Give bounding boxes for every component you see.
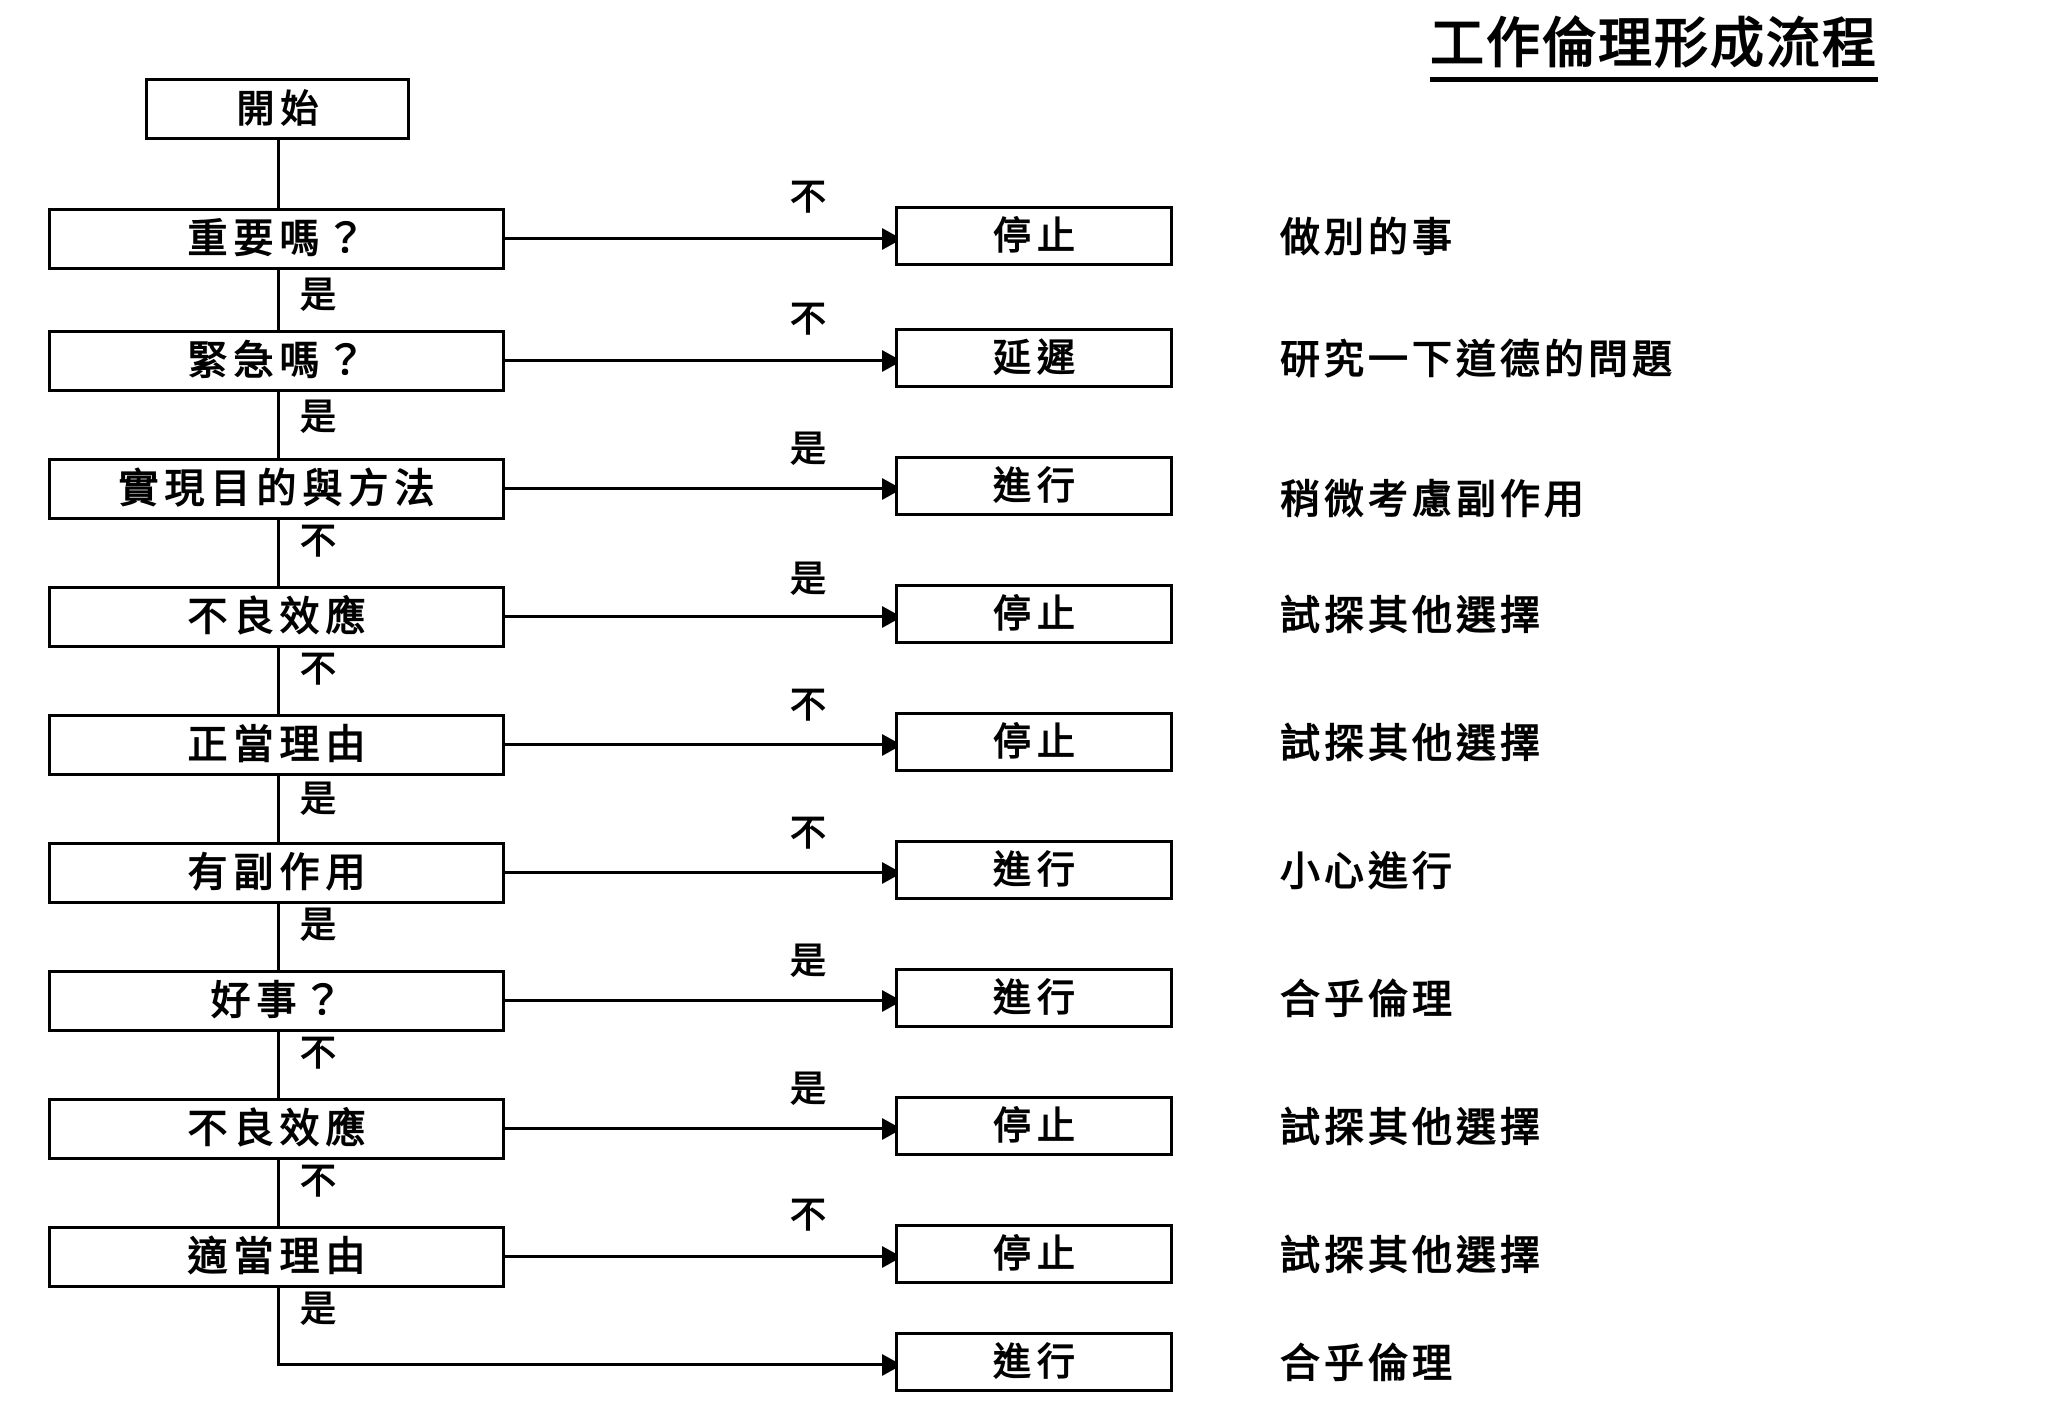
decision-box-2: 實現目的與方法 (48, 458, 505, 520)
decision-box-8: 適當理由 (48, 1226, 505, 1288)
connector-row-4-to-row-5 (277, 776, 280, 842)
decision-box-1: 緊急嗎？ (48, 330, 505, 392)
branch-line-3 (505, 615, 885, 618)
decision-box-5: 有副作用 (48, 842, 505, 904)
decision-label-6: 好事？ (210, 978, 349, 1024)
down-label-4: 是 (300, 779, 337, 820)
decision-label-8: 適當理由 (187, 1234, 372, 1280)
branch-line-6 (505, 999, 885, 1002)
start-box-label: 開始 (236, 87, 325, 131)
final-branch-line (277, 1363, 885, 1366)
branch-line-1 (505, 359, 885, 362)
start-box: 開始 (145, 78, 410, 140)
note-1: 研究一下道德的問題 (1280, 337, 1676, 383)
branch-label-2: 是 (790, 429, 827, 470)
action-box-8: 停止 (895, 1224, 1173, 1284)
final-note: 合乎倫理 (1280, 1341, 1456, 1387)
connector-row-2-to-row-3 (277, 520, 280, 586)
down-label-0: 是 (300, 275, 337, 316)
connector-row-1-to-row-2 (277, 392, 280, 458)
page-title: 工作倫理形成流程 (1430, 15, 1878, 82)
action-box-2: 進行 (895, 456, 1173, 516)
branch-label-3: 是 (790, 559, 827, 600)
branch-line-5 (505, 871, 885, 874)
connector-row-8-to-final (277, 1288, 280, 1366)
decision-label-2: 實現目的與方法 (118, 466, 441, 512)
action-label-6: 進行 (992, 976, 1081, 1020)
branch-line-0 (505, 237, 885, 240)
note-4: 試探其他選擇 (1280, 721, 1544, 767)
down-label-8: 是 (300, 1289, 337, 1330)
connector-row-6-to-row-7 (277, 1032, 280, 1098)
down-label-6: 不 (300, 1033, 337, 1074)
action-box-4: 停止 (895, 712, 1173, 772)
action-label-3: 停止 (992, 592, 1081, 636)
decision-label-0: 重要嗎？ (187, 216, 372, 262)
branch-line-4 (505, 743, 885, 746)
decision-label-7: 不良效應 (187, 1106, 372, 1152)
decision-box-4: 正當理由 (48, 714, 505, 776)
action-box-7: 停止 (895, 1096, 1173, 1156)
note-5: 小心進行 (1280, 849, 1456, 895)
branch-line-8 (505, 1255, 885, 1258)
note-7: 試探其他選擇 (1280, 1105, 1544, 1151)
action-label-0: 停止 (992, 214, 1081, 258)
branch-label-8: 不 (790, 1195, 827, 1236)
decision-box-0: 重要嗎？ (48, 208, 505, 270)
decision-box-3: 不良效應 (48, 586, 505, 648)
down-label-3: 不 (300, 649, 337, 690)
note-0: 做別的事 (1280, 215, 1456, 261)
connector-start-to-row-0 (277, 140, 280, 208)
action-box-3: 停止 (895, 584, 1173, 644)
action-box-1: 延遲 (895, 328, 1173, 388)
branch-label-5: 不 (790, 813, 827, 854)
action-label-7: 停止 (992, 1104, 1081, 1148)
connector-row-5-to-row-6 (277, 904, 280, 970)
branch-label-6: 是 (790, 941, 827, 982)
final-action-box: 進行 (895, 1332, 1173, 1392)
decision-label-4: 正當理由 (187, 722, 372, 768)
branch-label-4: 不 (790, 685, 827, 726)
action-box-5: 進行 (895, 840, 1173, 900)
note-8: 試探其他選擇 (1280, 1233, 1544, 1279)
action-label-4: 停止 (992, 720, 1081, 764)
down-label-1: 是 (300, 397, 337, 438)
branch-line-2 (505, 487, 885, 490)
decision-label-1: 緊急嗎？ (187, 338, 372, 384)
connector-row-3-to-row-4 (277, 648, 280, 714)
decision-label-5: 有副作用 (187, 850, 372, 896)
down-label-2: 不 (300, 521, 337, 562)
action-label-8: 停止 (992, 1232, 1081, 1276)
note-2: 稍微考慮副作用 (1280, 477, 1588, 523)
connector-row-7-to-row-8 (277, 1160, 280, 1226)
decision-box-6: 好事？ (48, 970, 505, 1032)
branch-label-1: 不 (790, 299, 827, 340)
branch-label-0: 不 (790, 177, 827, 218)
decision-box-7: 不良效應 (48, 1098, 505, 1160)
note-3: 試探其他選擇 (1280, 593, 1544, 639)
action-label-1: 延遲 (992, 336, 1081, 380)
action-label-5: 進行 (992, 848, 1081, 892)
final-action-label: 進行 (992, 1340, 1081, 1384)
action-box-0: 停止 (895, 206, 1173, 266)
decision-label-3: 不良效應 (187, 594, 372, 640)
down-label-7: 不 (300, 1161, 337, 1202)
branch-line-7 (505, 1127, 885, 1130)
action-box-6: 進行 (895, 968, 1173, 1028)
down-label-5: 是 (300, 905, 337, 946)
connector-row-0-to-row-1 (277, 270, 280, 338)
action-label-2: 進行 (992, 464, 1081, 508)
branch-label-7: 是 (790, 1069, 827, 1110)
note-6: 合乎倫理 (1280, 977, 1456, 1023)
